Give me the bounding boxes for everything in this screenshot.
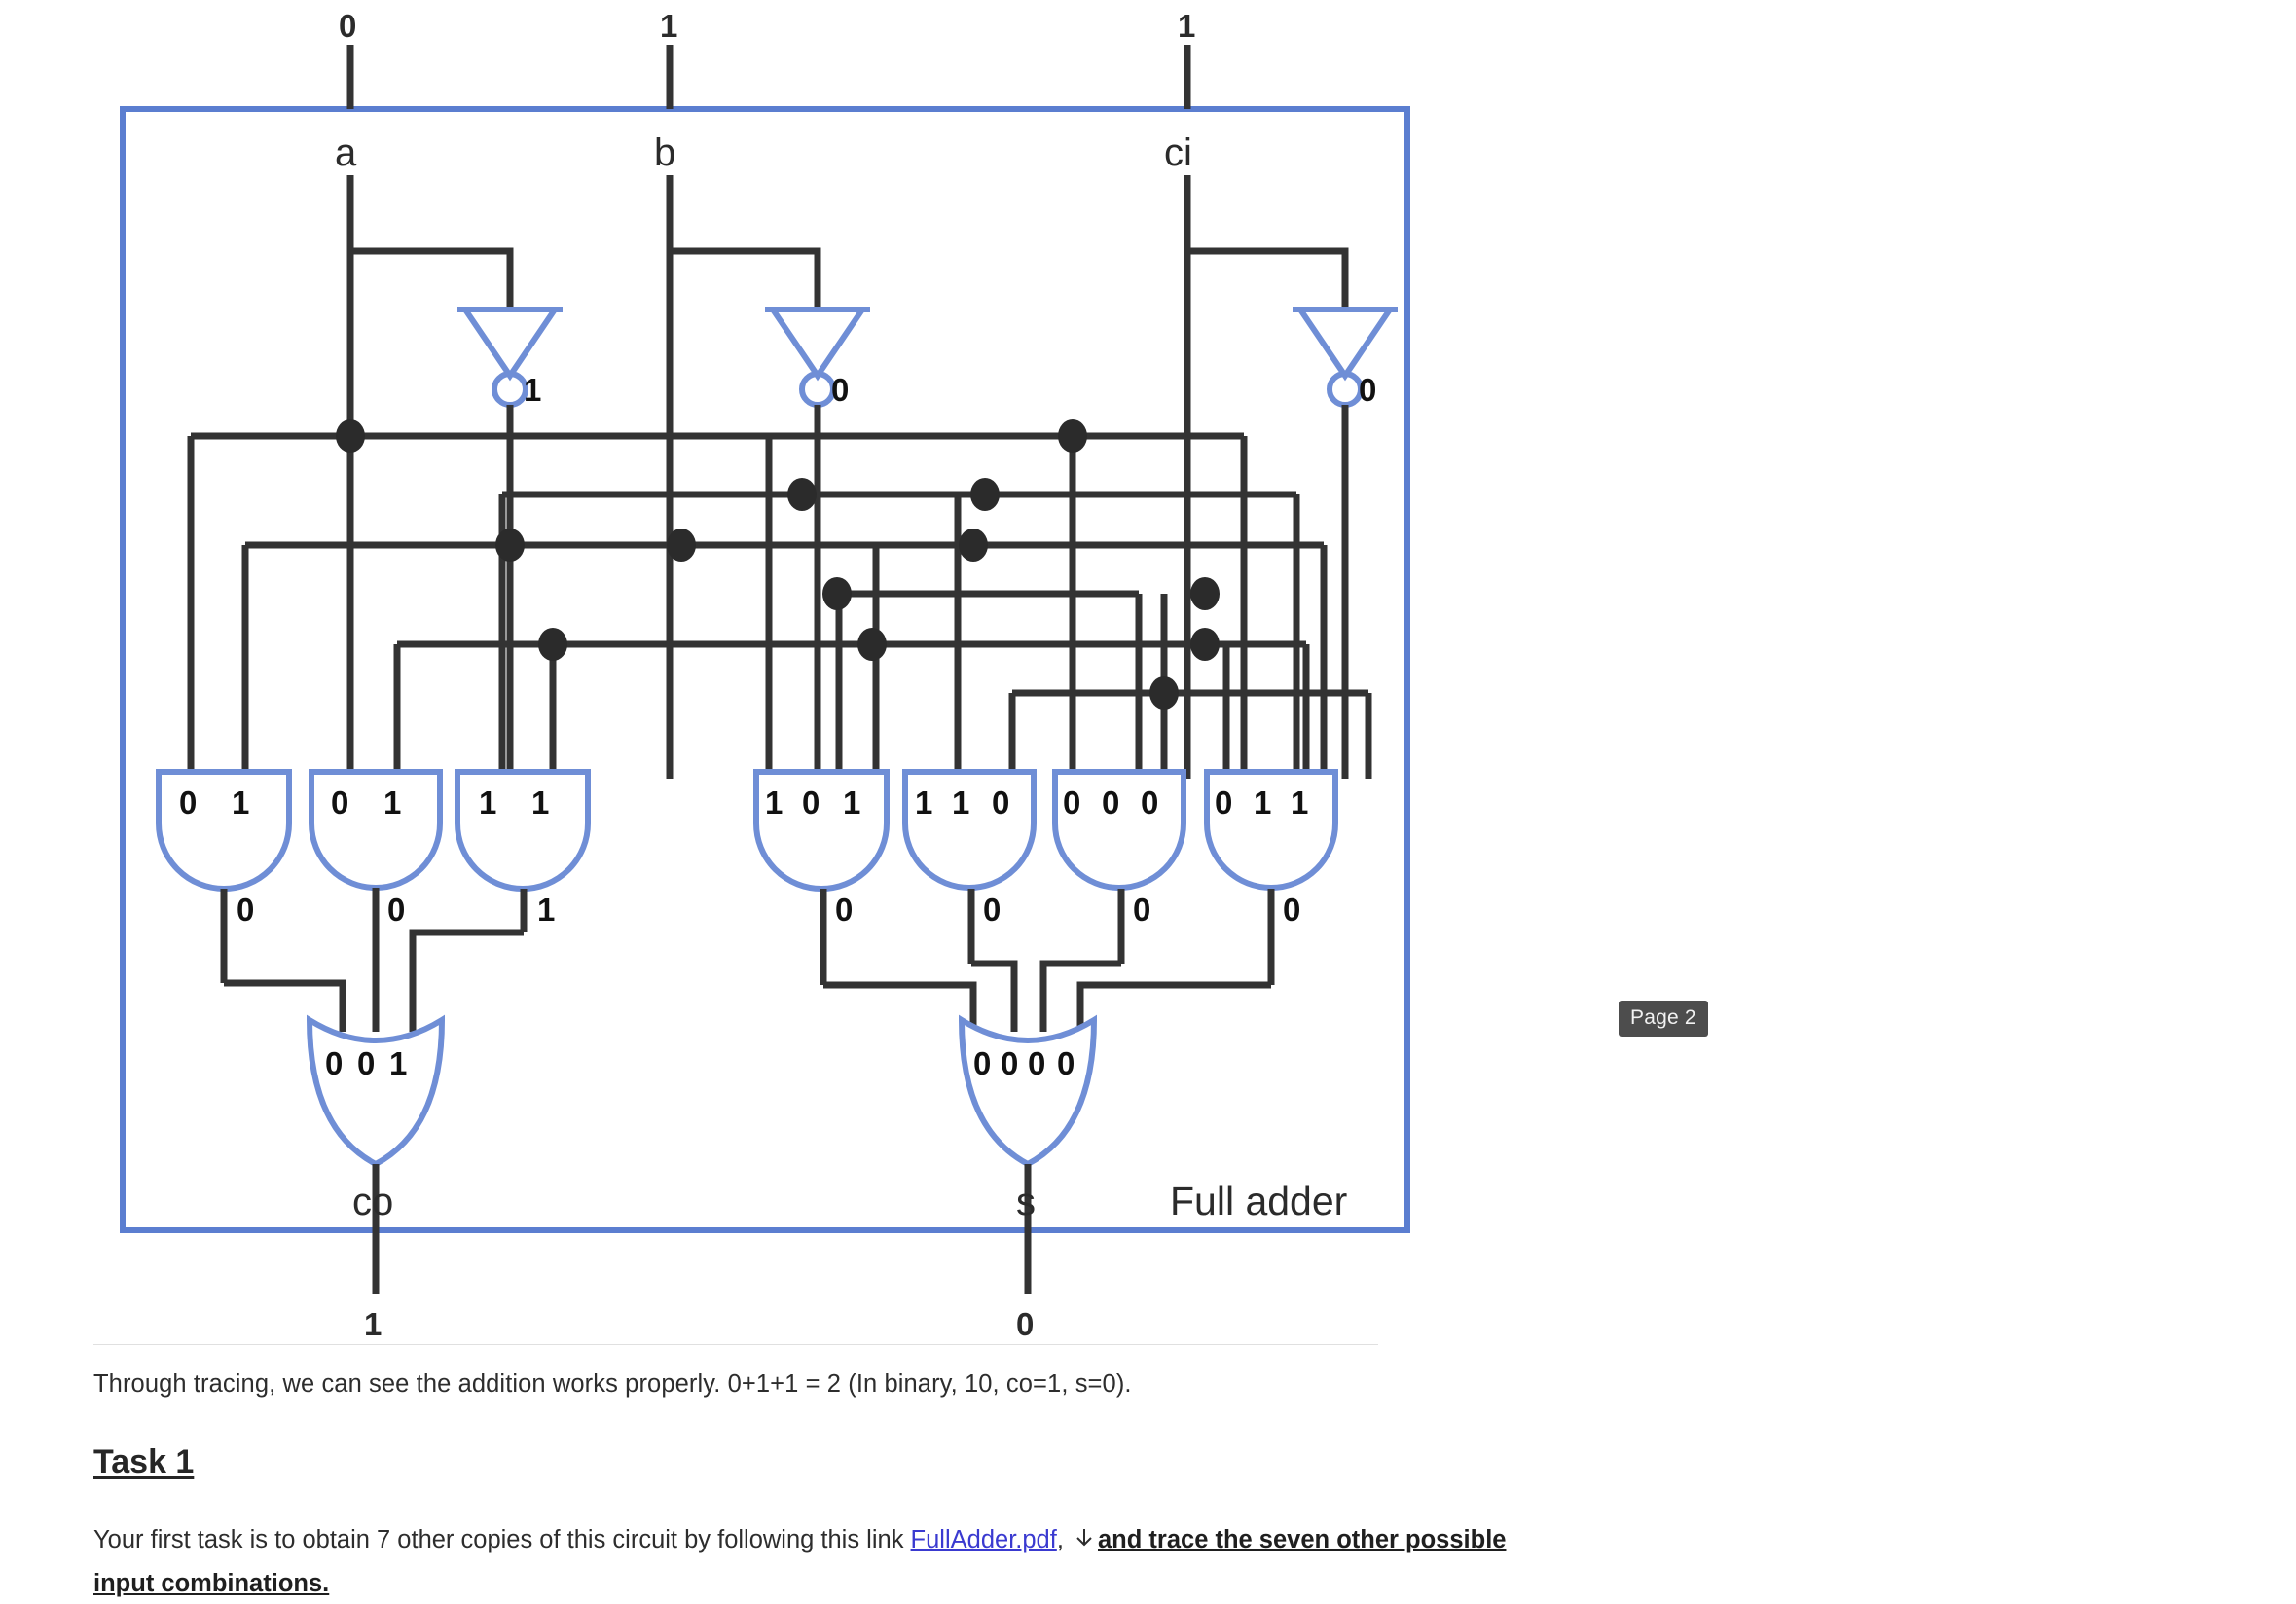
svg-text:1: 1 — [843, 784, 860, 820]
input-value-ci: 1 — [1178, 8, 1195, 44]
and-gate-7: 0 1 1 0 — [1204, 769, 1338, 985]
task-1-text-lead: Your first task is to obtain 7 other cop… — [93, 1526, 911, 1554]
svg-text:1: 1 — [232, 784, 249, 820]
page-indicator-badge: Page 2 — [1619, 1001, 1708, 1037]
svg-text:1: 1 — [531, 784, 549, 820]
task-1-heading: Task 1 — [93, 1443, 195, 1481]
svg-text:0: 0 — [1028, 1045, 1045, 1081]
inverter-b-output-value: 0 — [831, 372, 849, 408]
svg-text:0: 0 — [835, 892, 853, 928]
svg-text:0: 0 — [973, 1045, 991, 1081]
svg-text:1: 1 — [537, 892, 555, 928]
inverter-b — [765, 307, 870, 779]
svg-text:0: 0 — [802, 784, 820, 820]
full-adder-circuit-figure: .w{stroke:#333333;stroke-width:7;fill:no… — [120, 8, 1410, 1342]
svg-text:0: 0 — [1102, 784, 1119, 820]
or-gate-s: 0 0 0 0 — [958, 1014, 1098, 1230]
svg-text:0: 0 — [325, 1045, 343, 1081]
lesson-text-body: Through tracing, we can see the addition… — [93, 1366, 1748, 1604]
and-gate-1: 0 1 0 — [156, 769, 292, 983]
fulladder-pdf-link[interactable]: FullAdder.pdf — [910, 1526, 1057, 1554]
svg-text:1: 1 — [389, 1045, 407, 1081]
svg-text:0: 0 — [1141, 784, 1158, 820]
svg-text:1: 1 — [952, 784, 969, 820]
input-label-ci: ci — [1164, 131, 1192, 174]
svg-text:0: 0 — [1283, 892, 1300, 928]
tracing-paragraph: Through tracing, we can see the addition… — [93, 1370, 1132, 1398]
svg-text:0: 0 — [1001, 1045, 1018, 1081]
svg-text:0: 0 — [1063, 784, 1080, 820]
svg-text:1: 1 — [765, 784, 783, 820]
svg-text:0: 0 — [179, 784, 197, 820]
content-divider — [93, 1344, 1378, 1345]
inverter-ci — [1293, 307, 1398, 779]
task-1-comma: , — [1056, 1526, 1064, 1554]
and-gate-6: 0 0 0 0 — [1052, 769, 1186, 964]
svg-text:1: 1 — [383, 784, 401, 820]
inverter-a — [457, 307, 563, 779]
circuit-title: Full adder — [1170, 1179, 1347, 1223]
and-gate-3: 1 1 1 — [455, 769, 591, 932]
input-value-b: 1 — [660, 8, 677, 44]
full-adder-boundary-box — [120, 106, 1410, 1233]
svg-text:1: 1 — [915, 784, 932, 820]
svg-text:0: 0 — [1215, 784, 1232, 820]
svg-text:0: 0 — [1057, 1045, 1075, 1081]
and-gate-5: 1 1 0 0 — [902, 769, 1037, 964]
or-gate-co: 0 0 1 — [306, 1014, 446, 1230]
output-label-s: s — [1016, 1181, 1036, 1223]
svg-text:0: 0 — [983, 892, 1001, 928]
output-value-co: 1 — [364, 1306, 382, 1342]
input-value-a: 0 — [339, 8, 356, 44]
input-label-a: a — [335, 131, 357, 174]
output-value-s: 0 — [1016, 1306, 1034, 1342]
download-icon[interactable] — [1074, 1523, 1095, 1563]
input-label-b: b — [654, 131, 675, 174]
svg-text:0: 0 — [331, 784, 348, 820]
and-gate-4: 1 0 1 0 — [753, 769, 890, 985]
inverter-ci-output-value: 0 — [1359, 372, 1376, 408]
inverter-a-output-value: 1 — [524, 372, 541, 408]
svg-text:0: 0 — [237, 892, 254, 928]
output-label-co: co — [352, 1181, 393, 1223]
task-1-text-bold: and trace the seven other possible input… — [93, 1526, 1507, 1597]
wire-junctions — [336, 419, 1220, 710]
svg-text:1: 1 — [479, 784, 496, 820]
svg-text:1: 1 — [1291, 784, 1308, 820]
svg-text:1: 1 — [1254, 784, 1271, 820]
svg-text:0: 0 — [1133, 892, 1150, 928]
svg-text:0: 0 — [387, 892, 405, 928]
svg-text:0: 0 — [992, 784, 1009, 820]
svg-text:0: 0 — [357, 1045, 375, 1081]
and-gate-2: 0 1 0 — [309, 769, 443, 988]
task-1-instructions: Your first task is to obtain 7 other cop… — [93, 1520, 1553, 1604]
